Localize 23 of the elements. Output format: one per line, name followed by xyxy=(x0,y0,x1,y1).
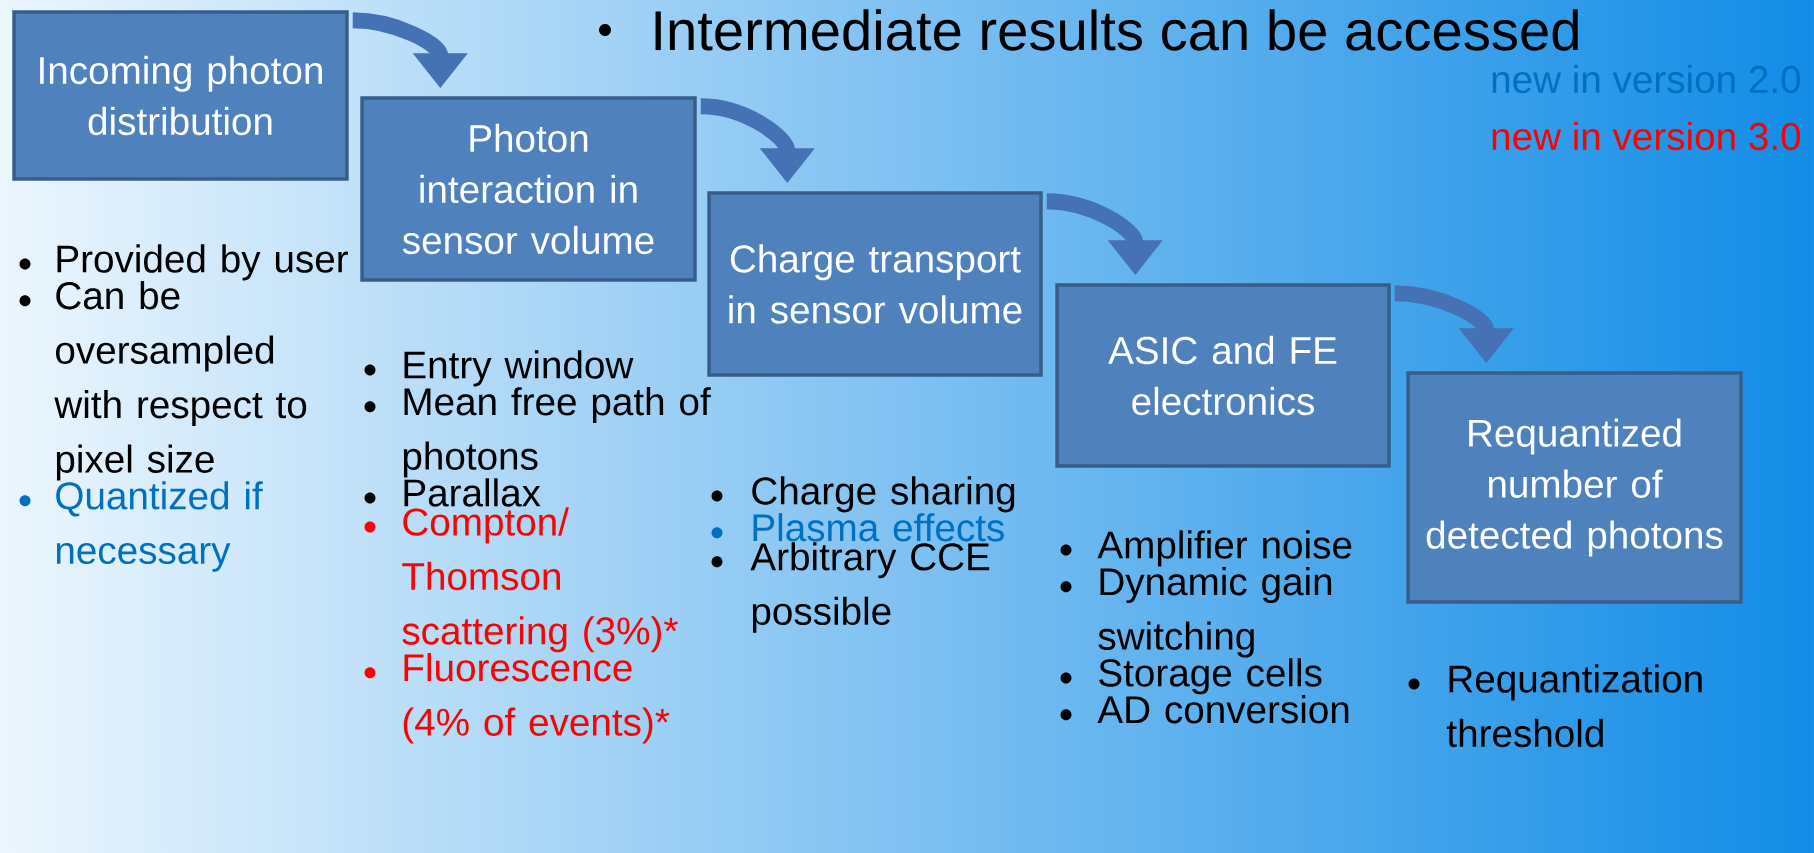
bullet-item: Mean free path of photons xyxy=(364,387,711,478)
process-box: ASIC and FE electronics xyxy=(1055,283,1391,468)
bullet-item: Charge sharing xyxy=(711,476,1015,513)
bullet-item: Requantization threshold xyxy=(1408,664,1702,748)
bullet-item: AD conversion xyxy=(1060,695,1349,724)
bullet-item: Provided by user xyxy=(19,244,348,281)
process-box: Charge transport in sensor volume xyxy=(707,191,1043,377)
bullet-item: Compton/ Thomson scattering (3%)* xyxy=(364,507,678,653)
bullet-item: Plasma effects xyxy=(711,513,1004,542)
bullet-item: Arbitrary CCE possible xyxy=(711,542,990,633)
process-box: Photon interaction in sensor volume xyxy=(360,96,697,282)
bullet-item: Can be oversampled with respect to pixel size xyxy=(19,281,307,481)
bullet-item: Amplifier noise xyxy=(1060,530,1352,567)
legend-entry: new in version 3.0 xyxy=(1492,121,1801,151)
bullet-item: Quantized if necessary xyxy=(19,481,263,572)
process-box: Incoming photon distribution xyxy=(12,10,349,181)
bullet-item: Entry window xyxy=(364,350,634,387)
bullet-item: Fluorescence (4% of events)* xyxy=(364,653,670,744)
bullet-item: Dynamic gain switching xyxy=(1060,567,1332,658)
bullet-item: Parallax xyxy=(364,478,541,507)
bullet-item: Storage cells xyxy=(1060,658,1322,695)
process-box: Requantized number of detected photons xyxy=(1406,371,1743,604)
bullet-item: Intermediate results can be accessed xyxy=(599,9,1578,51)
